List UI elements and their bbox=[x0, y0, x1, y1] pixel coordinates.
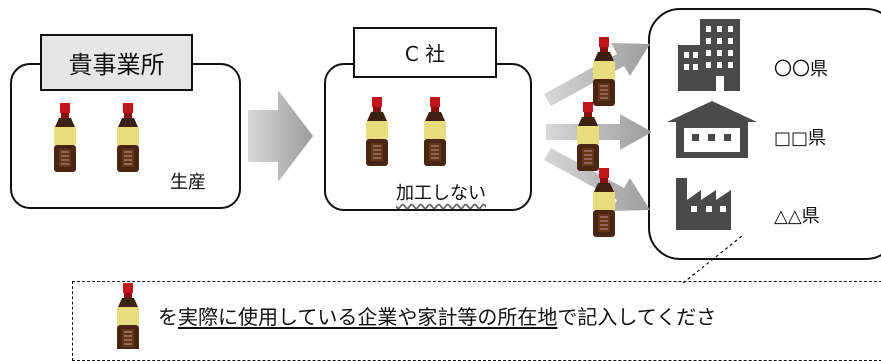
building-icon bbox=[678, 19, 740, 91]
instruction-text: を実際に使用している企業や家計等の所在地で記入してくださ bbox=[158, 301, 716, 330]
instruction-suffix: で記入してくださ bbox=[557, 305, 717, 329]
house-icon bbox=[667, 101, 757, 158]
source-note: 生産 bbox=[170, 172, 206, 193]
bottle-icon bbox=[592, 36, 616, 107]
company-title: C 社 bbox=[353, 27, 497, 78]
destination-label-2: □□県 bbox=[774, 128, 827, 149]
bottle-icon bbox=[423, 96, 447, 167]
instruction-prefix: を bbox=[158, 305, 178, 329]
factory-icon bbox=[676, 178, 731, 230]
bottle-icon bbox=[53, 102, 77, 173]
callout-connector bbox=[682, 235, 743, 284]
instruction-underlined: 実際に使用している企業や家計等の所在地 bbox=[178, 305, 558, 329]
bottle-icon bbox=[576, 101, 600, 172]
destination-label-3: △△県 bbox=[774, 206, 820, 227]
bottle-icon bbox=[365, 96, 389, 167]
company-note: 加工しない bbox=[396, 183, 486, 204]
flow-arrow-down bbox=[544, 148, 650, 211]
bottle-icon bbox=[116, 102, 140, 173]
destination-label-1: 〇〇県 bbox=[774, 59, 828, 80]
source-title: 貴事業所 bbox=[40, 34, 193, 91]
diagram-graphics bbox=[53, 19, 757, 349]
bottle-icon bbox=[116, 282, 140, 349]
flow-arrow-main bbox=[248, 90, 313, 182]
